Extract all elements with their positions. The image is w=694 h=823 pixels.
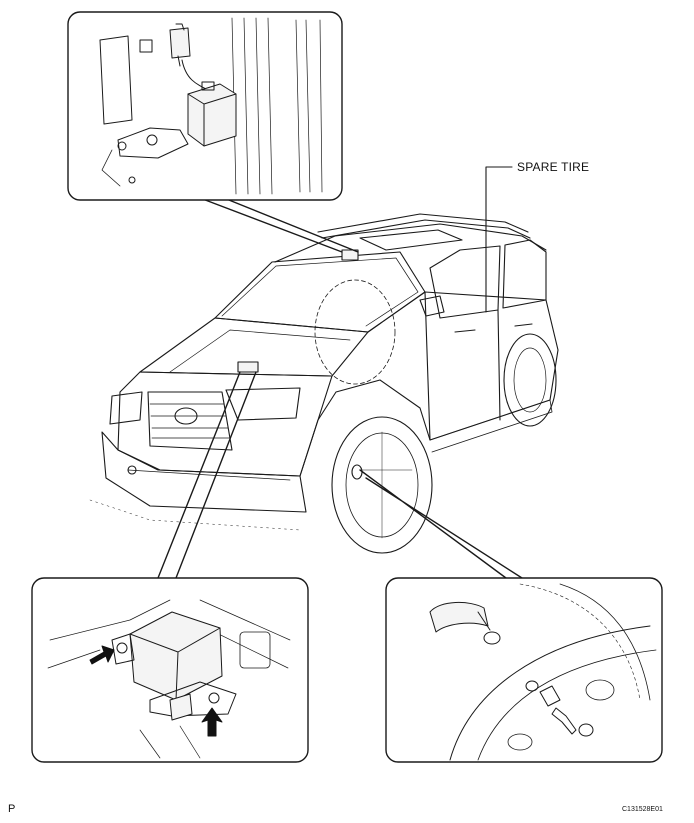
bolt-arrow-left-icon — [89, 645, 115, 665]
leader-lines — [157, 166, 523, 579]
receiver-location-marker — [341, 249, 359, 261]
figure-code: C131528E01 — [622, 806, 663, 813]
upper-left-detail — [67, 11, 343, 201]
vehicle-illustration — [89, 213, 559, 554]
module-location-marker — [237, 361, 259, 373]
spare-tire-label: SPARE TIRE — [517, 160, 590, 174]
page-marker: P — [8, 803, 16, 815]
valve-location-marker — [351, 464, 363, 480]
bolt-arrow-bottom-icon — [201, 707, 223, 737]
lower-right-detail — [385, 577, 663, 763]
lower-left-detail — [31, 577, 309, 763]
